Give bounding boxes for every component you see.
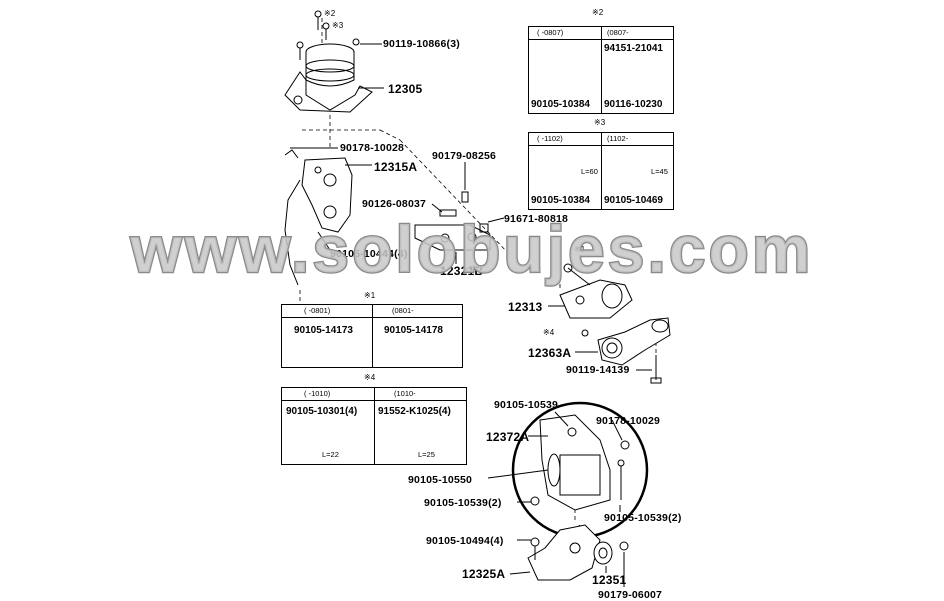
table-4-divider bbox=[374, 388, 375, 464]
leader-line bbox=[611, 419, 623, 441]
label-90126-08037: 90126-08037 bbox=[362, 198, 427, 210]
table-2-mark: ※2 bbox=[592, 8, 604, 17]
label-12325a: 12325A bbox=[462, 567, 506, 581]
table-3-col2-dim: L=45 bbox=[651, 167, 668, 176]
leader-line bbox=[431, 203, 443, 213]
mount-12363a-drawing bbox=[581, 317, 671, 384]
label-90119-14139: 90119-14139 bbox=[566, 364, 630, 376]
table-4-col2-dim: L=25 bbox=[418, 450, 435, 459]
bushing-12351-drawing bbox=[593, 541, 629, 565]
bracket-12325a-drawing bbox=[527, 524, 601, 581]
ref-mark-3: ※3 bbox=[332, 21, 344, 30]
table-2-divider bbox=[601, 27, 602, 113]
table-2-col2-part: 90116-10230 bbox=[604, 99, 663, 110]
table-3-col2-header: (1102- bbox=[607, 134, 629, 143]
label-12315a: 12315A bbox=[374, 160, 418, 174]
ref-mark-2: ※2 bbox=[324, 9, 336, 18]
leader-line bbox=[317, 231, 331, 251]
table-3-divider bbox=[601, 133, 602, 209]
table-1: ( -0801) (0801- 90105-14173 90105-14178 bbox=[281, 304, 463, 368]
label-12313: 12313 bbox=[508, 300, 543, 314]
table-4-col1-header: ( -1010) bbox=[304, 389, 331, 398]
label-90178-10029: 90178-10029 bbox=[596, 415, 661, 427]
label-90179-06007: 90179-06007 bbox=[598, 589, 663, 601]
label-90105-10539-2-right: 90105-10539(2) bbox=[604, 512, 682, 524]
label-90105-10550: 90105-10550 bbox=[408, 474, 473, 486]
leader-line bbox=[487, 217, 505, 223]
label-90105-10494: 90105-10494(4) bbox=[426, 535, 504, 547]
table-1-col2-part: 90105-14178 bbox=[384, 325, 443, 336]
label-12372a: 12372A bbox=[486, 430, 530, 444]
label-12321b: 12321B bbox=[440, 264, 484, 278]
mount-12305-drawing bbox=[284, 10, 373, 113]
table-3-col1-dim: L=60 bbox=[581, 167, 598, 176]
label-90105-10539-2-left: 90105-10539(2) bbox=[424, 497, 502, 509]
table-4: ( -1010) (1010- 90105-10301(4) 91552-K10… bbox=[281, 387, 467, 465]
leader-line bbox=[509, 571, 531, 575]
watermark-text: www.solobujes.com bbox=[130, 214, 814, 286]
table-1-col1-part: 90105-14173 bbox=[294, 325, 353, 336]
bracket-12372a-drawing bbox=[487, 414, 630, 511]
label-12363a: 12363A bbox=[528, 346, 572, 360]
table-1-col1-header: ( -0801) bbox=[304, 306, 331, 315]
table-4-col2-header: (1010- bbox=[394, 389, 416, 398]
watermark: www.solobujes.com bbox=[128, 214, 814, 287]
table-4-col1-dim: L=22 bbox=[322, 450, 339, 459]
label-90178-10028: 90178-10028 bbox=[340, 142, 405, 154]
leader-line bbox=[554, 411, 569, 427]
table-4-col2-part: 91552-K1025(4) bbox=[378, 406, 451, 417]
table-2-col2-header: (0807- bbox=[607, 28, 629, 37]
table-2-col1-header: ( -0807) bbox=[537, 28, 564, 37]
table-3-col2-part: 90105-10469 bbox=[604, 195, 663, 206]
label-12305: 12305 bbox=[388, 82, 423, 96]
table-3: ( -1102) (1102- L=60 L=45 90105-10384 90… bbox=[528, 132, 674, 210]
table-1-mark: ※1 bbox=[364, 291, 376, 300]
table-2: ( -0807) (0807- 94151-21041 90105-10384 … bbox=[528, 26, 674, 114]
table-1-col2-header: (0801- bbox=[392, 306, 414, 315]
table-4-col1-part: 90105-10301(4) bbox=[286, 406, 358, 417]
table-3-col1-header: ( -1102) bbox=[537, 134, 563, 143]
table-1-divider bbox=[372, 305, 373, 367]
label-12351: 12351 bbox=[592, 573, 627, 587]
label-90119-10866: 90119-10866(3) bbox=[383, 38, 460, 50]
label-90105-10539-top: 90105-10539 bbox=[494, 399, 559, 411]
table-4-mark: ※4 bbox=[364, 373, 376, 382]
bracket-12321b-drawing bbox=[414, 191, 491, 251]
table-2-col2-extra: 94151-21041 bbox=[604, 43, 663, 54]
table-3-mark: ※3 bbox=[594, 118, 606, 127]
mount-12313-drawing bbox=[559, 263, 633, 319]
table-2-col1-part: 90105-10384 bbox=[531, 99, 590, 110]
label-91671-80818: 91671-80818 bbox=[504, 213, 569, 225]
table-3-col1-part: 90105-10384 bbox=[531, 195, 590, 206]
ref-mark-1: ※1 bbox=[574, 245, 586, 254]
label-90179-08256: 90179-08256 bbox=[432, 150, 497, 162]
bracket-12315a-drawing bbox=[284, 149, 353, 286]
ref-mark-4: ※4 bbox=[543, 328, 555, 337]
label-90105-10444: 90105-10444(4) bbox=[330, 248, 408, 260]
